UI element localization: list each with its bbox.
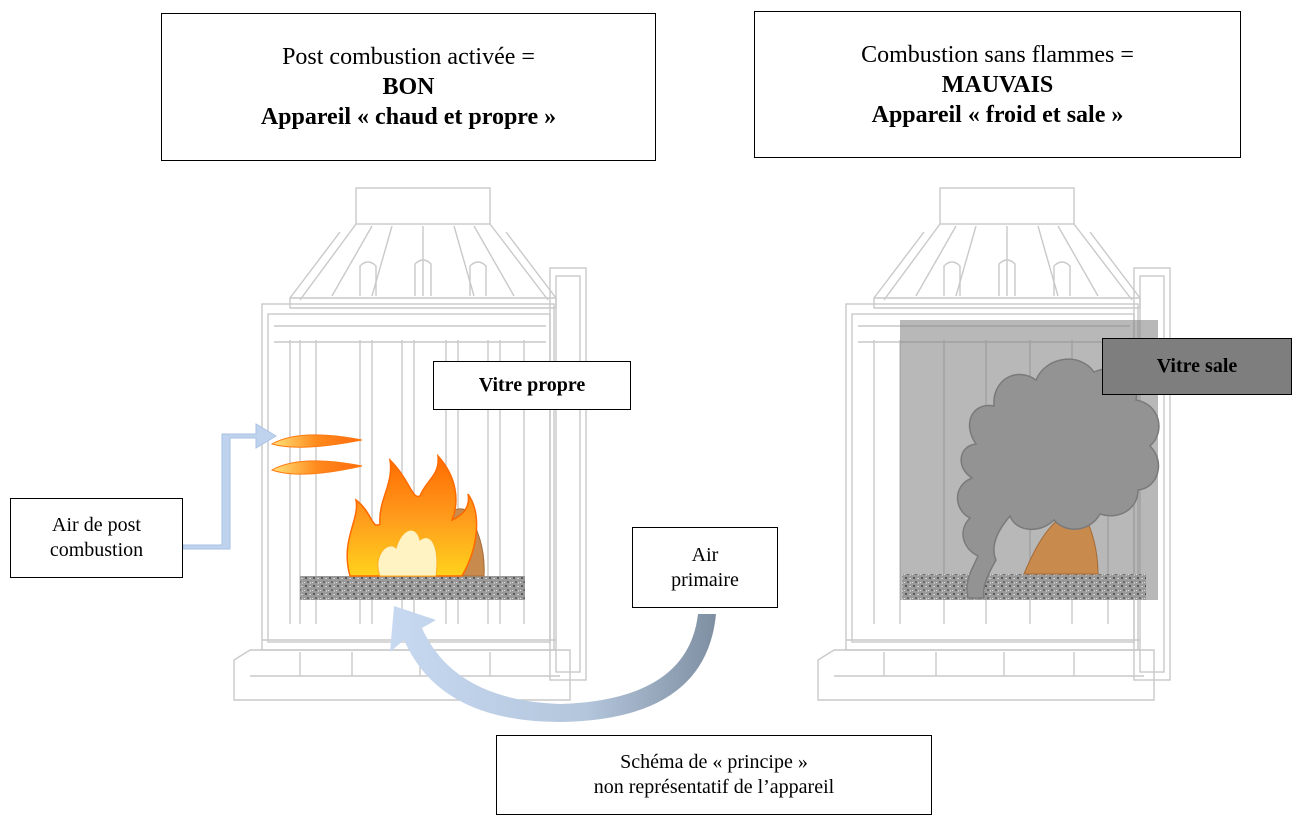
secondary-air-text-line1: Air de post [52, 514, 141, 536]
secondary-air-flame-jets [270, 434, 363, 475]
footer-note-line1: Schéma de « principe » [620, 751, 808, 773]
primary-air-arrow [390, 606, 716, 722]
left-ash-bed [300, 576, 525, 600]
left-stove [233, 187, 587, 701]
left-title-line3: Appareil « chaud et propre » [260, 104, 557, 130]
primary-air-text-line1: Air [691, 543, 719, 566]
fire-icon [346, 453, 478, 577]
right-title-box: Combustion sans flammes = MAUVAIS Appare… [754, 11, 1241, 158]
right-title-line1: Combustion sans flammes = [861, 41, 1134, 68]
right-title-verdict: MAUVAIS [941, 71, 1054, 98]
secondary-air-label: Air de post combustion [10, 498, 183, 578]
left-title-box: Post combustion activée = BON Appareil «… [161, 13, 656, 161]
left-title-line1: Post combustion activée = [282, 44, 535, 70]
clean-glass-label: Vitre propre [433, 361, 631, 410]
footer-note-line2: non représentatif de l’appareil [593, 776, 835, 798]
secondary-air-arrow [182, 423, 277, 550]
primary-air-label: Air primaire [632, 527, 778, 608]
right-ash-bed [902, 574, 1146, 600]
right-title-line3: Appareil « froid et sale » [871, 101, 1124, 128]
secondary-air-text-line2: combustion [49, 539, 144, 561]
left-title-verdict: BON [382, 74, 435, 100]
dirty-glass-label: Vitre sale [1102, 338, 1292, 395]
clean-glass-text: Vitre propre [478, 374, 586, 396]
footer-note-box: Schéma de « principe » non représentatif… [496, 735, 932, 815]
dirty-glass-text: Vitre sale [1156, 355, 1238, 377]
primary-air-text-line2: primaire [671, 568, 739, 591]
